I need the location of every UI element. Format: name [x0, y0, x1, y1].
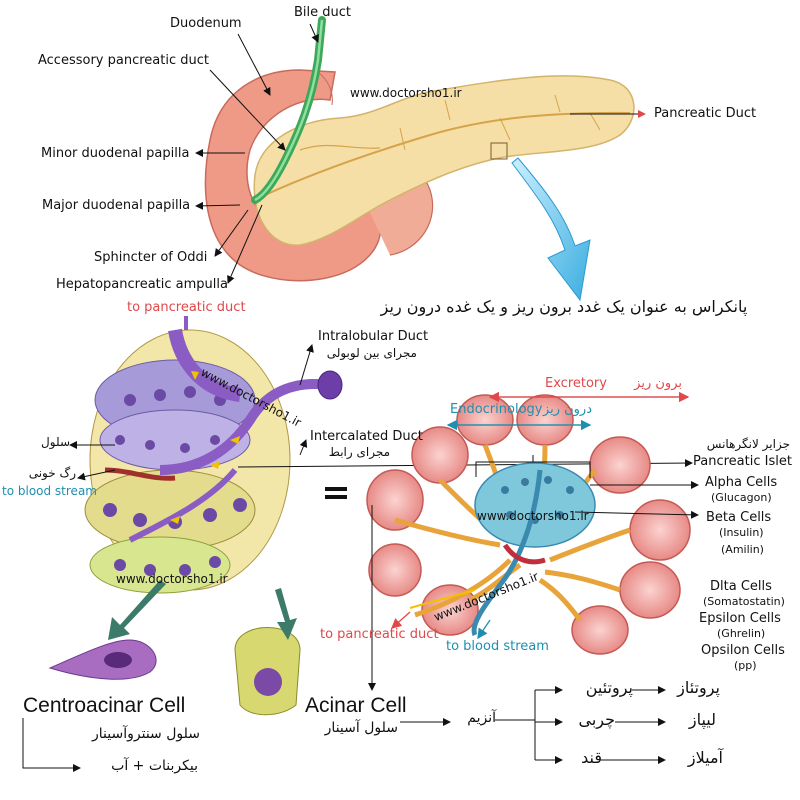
alpha-cells-label: Alpha Cells [705, 475, 778, 490]
beta-cells-label: Beta Cells [706, 510, 772, 525]
cell-fa-label: سلول [41, 435, 70, 449]
pancreatic-islet-label: Pancreatic Islet [693, 454, 792, 469]
delta-cells-label: Dlta Cells [710, 579, 772, 594]
pp-label: (pp) [734, 659, 757, 672]
endocrinology-fa-label: درون ریز [542, 402, 592, 417]
bile-duct-label: Bile duct [294, 5, 352, 20]
bottom-flow-arrows [22, 686, 666, 772]
right-duct-arrows [391, 611, 491, 640]
pancreas-shape [253, 75, 635, 246]
centroacinar-fa-label: سلول سنتروآسینار [92, 726, 200, 742]
excretory-label: Excretory [545, 376, 607, 391]
insulin-label: (Insulin) [719, 526, 764, 539]
right-bracket-lines [368, 455, 699, 691]
cell-illustrations [48, 627, 301, 716]
major-duodenal-papilla-label: Major duodenal papilla [42, 198, 191, 213]
intralobular-duct-fa-label: مجرای بین لوبولی [326, 346, 417, 360]
duodenum-label: Duodenum [170, 16, 242, 31]
lobule-illustration [84, 328, 343, 594]
watermark-top: www.doctorsho1.ir [350, 86, 462, 100]
ghrelin-label: (Ghrelin) [717, 627, 766, 640]
intralobular-duct-label: Intralobular Duct [318, 329, 429, 344]
somatostatin-label: (Somatostatin) [703, 595, 785, 608]
bicarbonate-fa-label: بیکربنات + آب [111, 758, 198, 774]
watermark-right-a: www.doctorsho1.ir [477, 509, 589, 523]
intercalated-duct-label: Intercalated Duct [310, 429, 423, 444]
amilin-label: (Amilin) [721, 543, 764, 556]
to-blood-stream-right: to blood stream [446, 639, 549, 654]
top-leader-lines [195, 23, 646, 284]
glucagon-label: (Glucagon) [711, 491, 772, 504]
minor-duodenal-papilla-label: Minor duodenal papilla [41, 146, 190, 161]
to-pancreatic-duct-right: to pancreatic duct [320, 627, 439, 642]
acinar-cell-label: Acinar Cell [305, 694, 407, 717]
protease-fa-label: پروتئاز [677, 678, 720, 697]
opsilon-cells-label: Opsilon Cells [701, 643, 785, 658]
acini-illustration [366, 394, 691, 655]
excretory-fa-label: برون ریز [634, 376, 682, 391]
to-pancreatic-duct-left: to pancreatic duct [127, 300, 246, 315]
centroacinar-cell-label: Centroacinar Cell [23, 694, 186, 717]
equals-sign [325, 487, 347, 499]
accessory-pancreatic-duct-label: Accessory pancreatic duct [38, 53, 209, 68]
blood-vessel-fa-label: رگ خونی [28, 466, 76, 480]
to-blood-stream-left: to blood stream [2, 484, 97, 498]
epsilon-cells-label: Epsilon Cells [699, 611, 781, 626]
endocrinology-label: Endocrinology [450, 402, 543, 417]
lipase-fa-label: لیپاز [688, 710, 716, 729]
pancreatic-duct-label: Pancreatic Duct [654, 106, 757, 121]
amylase-fa-label: آمیلاز [687, 748, 723, 767]
intercalated-duct-fa-label: مجرای رابط [328, 445, 390, 459]
hepatopancreatic-ampulla-label: Hepatopancreatic ampulla [56, 277, 228, 292]
bile-duct-shape [251, 16, 326, 204]
fat-fa-label: چربی [578, 710, 615, 729]
islet-fa-label: جزایر لانگرهانس [706, 437, 790, 451]
protein-fa-label: پروتئین [585, 678, 633, 697]
big-blue-arrow [511, 157, 591, 302]
enzyme-fa-label: آنزیم [467, 710, 496, 726]
left-green-arrows [108, 580, 297, 640]
acinar-fa-label: سلول آسینار [324, 720, 398, 736]
sphincter-of-oddi-label: Sphincter of Oddi [94, 250, 208, 265]
caption-fa: پانکراس به عنوان یک غدد برون ریز و یک غد… [380, 297, 748, 316]
watermark-left-b: www.doctorsho1.ir [116, 572, 228, 586]
sugar-fa-label: قند [581, 748, 602, 767]
